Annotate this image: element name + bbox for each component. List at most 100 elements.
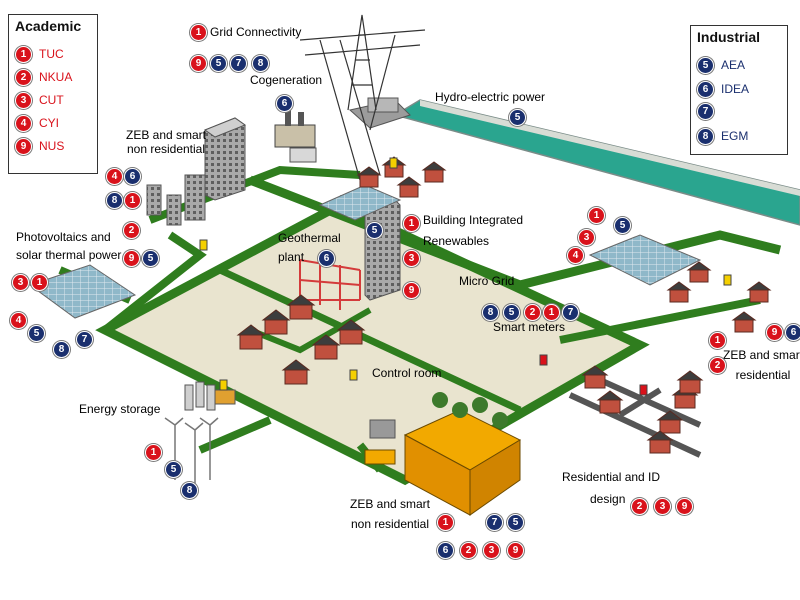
label-pv-1: Photovoltaics and [16, 230, 111, 244]
partner-badge: 8 [482, 304, 499, 321]
label-residential-2: design [590, 492, 626, 506]
legend-industrial-label: IDEA [721, 82, 750, 96]
partner-badge: 1 [145, 444, 162, 461]
partner-badge: 5 [503, 304, 520, 321]
partner-badge: 7 [562, 304, 579, 321]
legend-industrial-label: EGM [721, 129, 749, 143]
legend-industrial-badge: 5 [697, 57, 714, 74]
legend-academic-badge: 1 [15, 46, 32, 63]
partner-badge: 5 [210, 55, 227, 72]
partner-badge: 6 [276, 95, 293, 112]
partner-badge: 8 [181, 482, 198, 499]
partner-badge: 9 [190, 55, 207, 72]
houses-center [236, 294, 366, 385]
label-hydro: Hydro-electric power [435, 90, 546, 104]
partner-badge: 1 [124, 192, 141, 209]
partner-badge: 5 [507, 514, 524, 531]
partner-badge: 9 [123, 250, 140, 267]
pv-array-north [318, 184, 402, 221]
legend-academic-label: TUC [39, 47, 64, 61]
partner-badge: 6 [785, 324, 800, 341]
partner-badge: 3 [12, 274, 29, 291]
label-bir-1: Building Integrated [423, 213, 524, 227]
partner-badge: 9 [676, 498, 693, 515]
partner-badge: 3 [483, 542, 500, 559]
power-pylon [299, 14, 426, 181]
partner-badge: 2 [631, 498, 648, 515]
partner-badge: 8 [252, 55, 269, 72]
road-east-lower [559, 296, 761, 344]
partner-badge: 8 [106, 192, 123, 209]
partner-badge: 5 [366, 222, 383, 239]
partner-badge: 2 [123, 222, 140, 239]
label-cogeneration: Cogeneration [250, 73, 323, 87]
partner-badge: 5 [142, 250, 159, 267]
partner-badge: 2 [709, 357, 726, 374]
partner-badge: 5 [509, 109, 526, 126]
partner-badge: 1 [190, 24, 207, 41]
label-zeb-res-1: ZEB and smart [723, 348, 800, 362]
road-south [198, 416, 272, 454]
legend-industrial-label: AEA [721, 58, 746, 72]
pv-array-east [588, 234, 702, 286]
label-zeb-top-1: ZEB and smart [125, 128, 207, 142]
partner-badge: 8 [53, 341, 70, 358]
legend-industrial: Industrial 5 AEA 6 IDEA 7 8 EGM [690, 25, 788, 155]
label-control-room: Control room [372, 366, 442, 380]
legend-academic-badge: 4 [15, 115, 32, 132]
legend-academic-label: NUS [39, 139, 65, 153]
partner-badge: 4 [106, 168, 123, 185]
partner-badge: 5 [165, 461, 182, 478]
partner-badge: 9 [766, 324, 783, 341]
partner-badge: 6 [124, 168, 141, 185]
legend-industrial-title: Industrial [697, 29, 761, 45]
legend-industrial-badge: 7 [697, 103, 714, 120]
label-microgrid: Micro Grid [459, 274, 515, 288]
partner-badge: 6 [318, 250, 335, 267]
partner-badge: 5 [614, 217, 631, 234]
partner-badge: 6 [437, 542, 454, 559]
label-energy-storage: Energy storage [79, 402, 161, 416]
legend-academic-title: Academic [15, 18, 82, 34]
partner-badge: 9 [507, 542, 524, 559]
partner-badge: 2 [460, 542, 477, 559]
partner-badge: 1 [588, 207, 605, 224]
inner-road [218, 266, 522, 414]
partner-badge: 7 [230, 55, 247, 72]
legend-academic-label: NKUA [39, 70, 73, 84]
partner-badge: 4 [10, 312, 27, 329]
label-bir-2: Renewables [423, 234, 490, 248]
houses-residential [581, 365, 704, 454]
partner-badge: 9 [403, 282, 420, 299]
partner-badge: 7 [76, 331, 93, 348]
partner-badge: 1 [31, 274, 48, 291]
legend-industrial-badge: 6 [697, 81, 714, 98]
residential-id-roads [568, 377, 702, 458]
partner-badge: 1 [437, 514, 454, 531]
legend-academic-badge: 3 [15, 92, 32, 109]
control-room-building [364, 392, 522, 516]
energy-storage [184, 381, 236, 411]
legend-academic: Academic 1 TUC 2 NKUA 3 CUT 4 CYI 9 NUS [8, 14, 98, 174]
partner-badge: 1 [403, 215, 420, 232]
tower-nonresidential [203, 117, 247, 201]
legend-industrial-badge: 8 [697, 128, 714, 145]
smart-meter-posts [199, 157, 732, 396]
partner-badge: 1 [543, 304, 560, 321]
partner-badge: 5 [28, 325, 45, 342]
legend-academic-label: CUT [39, 93, 64, 107]
label-residential-1: Residential and ID [562, 470, 661, 484]
partner-badge: 3 [578, 229, 595, 246]
houses-east [666, 261, 772, 333]
partner-badge: 3 [403, 250, 420, 267]
label-zeb-bottom-1: ZEB and smart [349, 497, 431, 511]
pv-array-west [28, 264, 137, 319]
legend-academic-badge: 2 [15, 69, 32, 86]
road-nw [102, 231, 207, 334]
label-zeb-res-2: residential [735, 368, 791, 382]
partner-badge: 4 [567, 247, 584, 264]
label-geothermal-2: plant [278, 250, 305, 264]
label-geothermal-1: Geothermal [278, 231, 341, 245]
label-zeb-top-2: non residential [126, 142, 206, 156]
